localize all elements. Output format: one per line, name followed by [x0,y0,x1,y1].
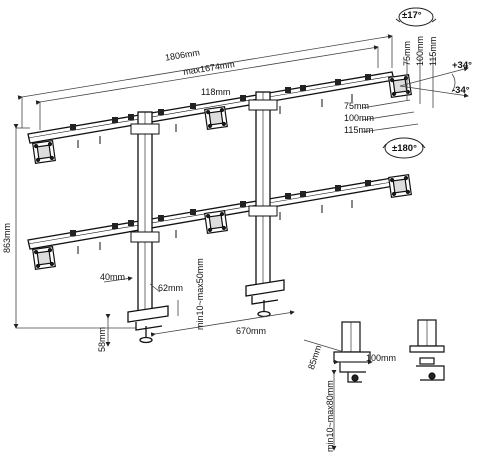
pole-dimension-lines [103,276,295,347]
clamp-width-label: 100mm [366,353,397,363]
vesa-75-vertical-label: 75mm [402,40,412,66]
vesa-dimension-lines [361,56,469,133]
tilt-up-label: +34° [452,60,472,71]
vesa-plate-top-right [388,74,412,98]
vesa-plate-top-left [32,140,56,164]
vesa-115-horizontal-label: 115mm [344,125,374,135]
pole-depth-label: 40mm [100,272,126,282]
vesa-100-vertical-label: 100mm [415,35,425,66]
vesa-plate-bottom-left [32,246,56,270]
vesa-plates [32,74,412,270]
clamp-detail-dimension-lines [303,339,373,451]
vesa-115-vertical-label: 115mm [428,36,438,66]
arm-offset-label: 118mm [201,87,231,97]
swivel-label: ±17° [402,10,422,21]
base-height-label: 58mm [97,326,107,352]
left-clamp [127,305,169,344]
left-pole [130,111,160,317]
clamp-detail-left [333,321,371,383]
total-height-label: 863mm [2,222,12,253]
tilt-down-label: -34° [452,85,470,96]
vesa-plate-top-center [204,106,228,130]
vesa-plate-bottom-right [388,174,412,198]
vesa-75-horizontal-label: 75mm [344,101,370,111]
rotation-label: ±180° [392,143,417,154]
pole-width-label: 62mm [158,283,184,293]
desk-clamp-range-label: min10~max50mm [195,258,205,330]
rotation-arcs [382,7,437,159]
top-dimension-lines [17,34,393,130]
pole-spacing-label: 670mm [236,326,267,336]
vesa-100-horizontal-label: 100mm [344,113,375,123]
clamp-detail-right [409,319,445,381]
top-crossbar [27,71,395,148]
height-dimension [13,124,136,329]
right-clamp [245,279,285,318]
vesa-plate-bottom-center [204,210,228,234]
right-pole [248,91,278,291]
grommet-clamp-range-label: min10~max80mm [325,380,335,452]
